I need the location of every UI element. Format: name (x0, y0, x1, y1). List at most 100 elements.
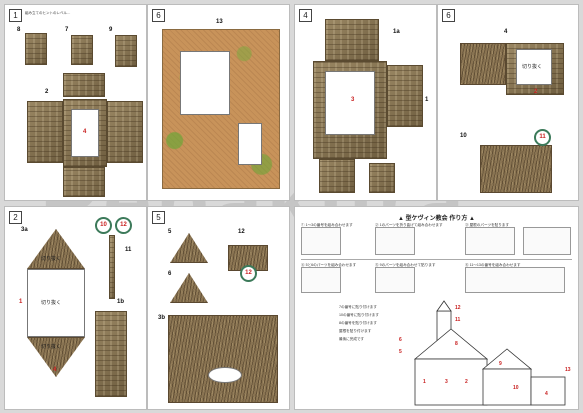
diagram-label: 3 (445, 379, 448, 385)
part-label-8: 8 (17, 27, 21, 33)
cut-label-bottom: 切り抜く (41, 344, 62, 350)
list-item: 10の番号に貼り付けます (339, 313, 379, 317)
step-5-text: ⑤ 9のパーツを組み合わせて貼ります (375, 263, 436, 267)
part-4-window (71, 109, 99, 157)
part-label-1a: 1a (393, 29, 400, 35)
sheet-number: 6 (152, 9, 165, 22)
part-1a-top (325, 19, 379, 61)
step-4-text: ④ 5と6のパーツを組み合わせます (301, 263, 357, 267)
part-3-window (325, 71, 375, 135)
step-6-text: ⑥ 11〜13の番号を組み合わせます (465, 263, 521, 267)
diagram-label: 4 (545, 391, 548, 397)
roof-center-panel (27, 269, 85, 337)
cut-label-top: 切り抜く (41, 256, 62, 262)
roof-part-6 (170, 273, 208, 303)
part-label-9: 9 (109, 27, 113, 33)
part-9 (115, 35, 137, 67)
sheet-6b: 6 4 切り抜く 2 10 11 (437, 4, 579, 201)
roof-part-10 (480, 145, 552, 193)
ground-cutout-large (180, 51, 230, 115)
part-label-4: 4 (504, 29, 508, 35)
part-label-6: 6 (168, 271, 172, 277)
sheet-number: 2 (9, 211, 22, 224)
part-8 (25, 33, 47, 65)
part-3-left (27, 101, 63, 163)
sheet-number: 5 (152, 211, 165, 224)
part-label-7: 7 (65, 27, 69, 33)
part-bottom-right (369, 163, 395, 193)
part-label-2: 2 (534, 89, 538, 95)
part-label-3a: 3a (21, 227, 28, 233)
part-badge-12: 12 (240, 265, 257, 282)
diagram-label: 12 (455, 305, 461, 311)
part-label-10: 10 (460, 133, 467, 139)
part-label-3b: 3b (158, 315, 166, 321)
part-badge-11: 11 (534, 129, 551, 146)
part-1-side (387, 65, 423, 127)
sheet-5: 5 5 6 12 12 3b (147, 206, 290, 410)
step-3-box (465, 227, 515, 255)
list-item: 8の番号を貼り付けます (339, 321, 377, 325)
sheet-2: 2 3a 切り抜く 1 切り抜く 切り抜く 4 10 12 11 1b (4, 206, 147, 410)
diagram-label: 6 (399, 337, 402, 343)
cross-pole (109, 235, 115, 299)
instructions-sheet: ▲ 型ケヴィン教会 作り方 ▲ ① 1〜3の番号を組み合わせます ② 1のパーツ… (294, 206, 579, 410)
list-item: 7の番号に貼り付けます (339, 305, 377, 309)
sheet-number: 1 (9, 9, 22, 22)
step-1-box (301, 227, 341, 255)
step-3b-box (523, 227, 571, 255)
part-2-bottom (63, 167, 105, 197)
part-3-right (107, 101, 143, 163)
roof-part-5 (170, 233, 208, 263)
part-badge-12: 12 (115, 217, 132, 234)
ground-cutout-small (238, 123, 262, 165)
sheet-number: 4 (299, 9, 312, 22)
cut-label: 切り抜く (522, 64, 543, 70)
part-4-cutout (516, 49, 552, 85)
roof-top-triangle (27, 229, 85, 269)
list-item: 最後に完成です (339, 337, 365, 341)
church-diagram: 12 11 6 5 8 1 3 2 9 10 4 13 (399, 300, 571, 406)
diagram-label: 11 (455, 317, 461, 323)
diagram-label: 10 (513, 385, 519, 391)
part-label-5: 5 (168, 229, 172, 235)
diagram-label: 2 (465, 379, 468, 385)
step-5-box (375, 267, 415, 293)
sheet-1: 1 組み立てのヒントのレベル… 8 7 9 2 4 (4, 4, 147, 201)
part-1b (95, 311, 127, 397)
part-label-12: 12 (238, 229, 245, 235)
diagram-label: 13 (565, 367, 571, 373)
sheet-note: 組み立てのヒントのレベル… (25, 11, 71, 15)
diagram-label: 1 (423, 379, 426, 385)
part-label-1: 1 (425, 97, 429, 103)
cut-label-center: 切り抜く (41, 300, 62, 306)
part-label-3: 3 (351, 97, 355, 103)
diagram-label: 9 (499, 361, 502, 367)
sheet-6a: 6 13 (147, 4, 290, 201)
roof-part-3b (168, 315, 278, 403)
part-badge-10: 10 (95, 217, 112, 234)
part-label-13: 13 (216, 19, 223, 25)
sheet-number: 6 (442, 9, 455, 22)
step-2-box (375, 227, 415, 255)
diagram-label: 8 (455, 341, 458, 347)
step-4-box (301, 267, 341, 293)
part-label-1b: 1b (117, 299, 125, 305)
part-2-top (63, 73, 105, 97)
part-label-4: 4 (83, 129, 87, 135)
part-label-11: 11 (125, 247, 132, 253)
part-label-4: 4 (53, 367, 57, 373)
divider (301, 259, 572, 260)
step-1-text: ① 1〜3の番号を組み合わせます (301, 223, 353, 227)
roof-3b-oval (208, 367, 242, 383)
sheet-4: 4 1a 3 1 (294, 4, 437, 201)
step-2-text: ② 1のパーツを折り曲げて組み合わせます (375, 223, 443, 227)
part-bottom-left (319, 159, 355, 193)
instructions-title: ▲ 型ケヴィン教会 作り方 ▲ (398, 216, 475, 222)
part-label-1: 1 (19, 299, 23, 305)
list-item: 屋根を貼り付けます (339, 329, 372, 333)
part-7 (71, 35, 93, 65)
diagram-label: 5 (399, 349, 402, 355)
roof-part-4 (460, 43, 506, 85)
step-6-box (465, 267, 565, 293)
